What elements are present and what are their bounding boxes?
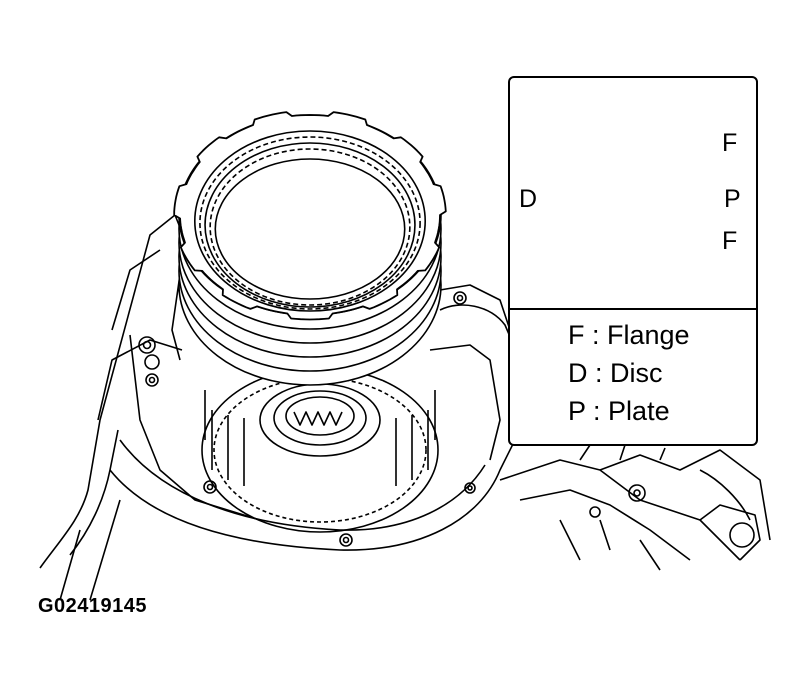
callout-flange-bottom: F	[722, 227, 738, 255]
callout-disc: D	[519, 185, 538, 213]
clutch-ring-inner	[194, 130, 426, 312]
clutch-ring-inner	[199, 136, 421, 310]
transmission-case	[39, 214, 771, 601]
legend-divider	[510, 308, 756, 310]
clutch-pack-bore	[214, 158, 406, 300]
legend-key: D	[568, 358, 588, 388]
legend-separator: :	[584, 320, 608, 350]
clutch-ring-inner	[204, 142, 416, 308]
callout-flange-top: F	[722, 129, 738, 157]
legend-list: F : Flange D : Disc P : Plate	[568, 316, 690, 430]
legend-item-flange: F : Flange	[568, 316, 690, 354]
legend-key: P	[568, 396, 586, 426]
legend-label: Disc	[610, 358, 663, 388]
clutch-pack	[173, 111, 447, 386]
legend-item-plate: P : Plate	[568, 392, 690, 430]
figure-id: G02419145	[38, 595, 148, 617]
legend-label: Flange	[607, 320, 690, 350]
clutch-ring-inner	[209, 148, 411, 306]
top-flange	[173, 111, 447, 321]
legend-label: Plate	[608, 396, 670, 426]
legend-separator: :	[587, 358, 611, 388]
callout-plate: P	[724, 185, 741, 213]
internal-gear	[201, 367, 439, 533]
legend-separator: :	[585, 396, 609, 426]
legend-key: F	[568, 320, 585, 350]
legend-item-disc: D : Disc	[568, 354, 690, 392]
detail-legend-box: F : Flange D : Disc P : Plate	[508, 76, 758, 446]
